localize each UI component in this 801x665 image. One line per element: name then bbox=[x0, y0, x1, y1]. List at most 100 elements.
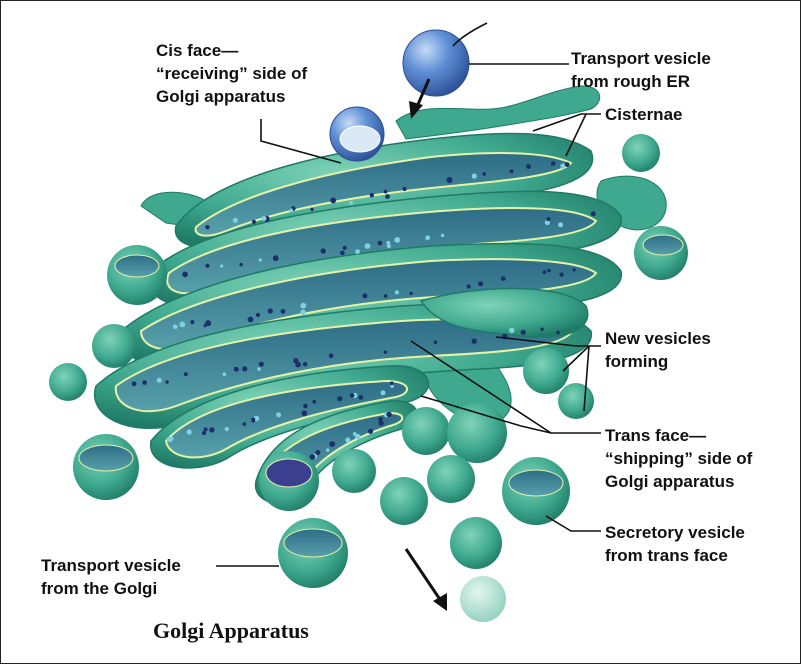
cargo-dot bbox=[551, 161, 556, 166]
cargo-dot bbox=[501, 276, 506, 281]
cargo-dot bbox=[157, 378, 162, 383]
cargo-dot bbox=[301, 410, 307, 416]
cargo-dot bbox=[205, 225, 209, 229]
vesicle bbox=[380, 477, 428, 525]
cargo-dot bbox=[384, 190, 388, 194]
cargo-dot bbox=[273, 255, 279, 261]
cargo-dot bbox=[204, 427, 208, 431]
cargo-dot bbox=[345, 437, 350, 442]
cargo-dot bbox=[293, 358, 298, 363]
arrow-out bbox=[406, 549, 441, 601]
cargo-dot bbox=[132, 381, 137, 386]
cargo-dot bbox=[343, 246, 347, 250]
cargo-dot bbox=[243, 422, 247, 426]
vesicle bbox=[523, 348, 569, 394]
label-cis-face: Cis face— “receiving” side of Golgi appa… bbox=[156, 41, 312, 106]
vesicle bbox=[460, 576, 506, 622]
cargo-dot bbox=[441, 234, 444, 237]
cargo-dot bbox=[312, 400, 316, 404]
cargo-dot bbox=[521, 330, 526, 335]
cargo-dot bbox=[509, 328, 515, 334]
cargo-dot bbox=[167, 437, 173, 443]
cargo-dot bbox=[385, 194, 390, 199]
cargo-dot bbox=[321, 248, 326, 253]
cargo-dot bbox=[394, 237, 400, 243]
cargo-dot bbox=[559, 273, 563, 277]
cargo-dot bbox=[310, 208, 313, 211]
label-cisternae: Cisternae bbox=[605, 105, 682, 124]
cargo-dot bbox=[337, 396, 342, 401]
cargo-dot bbox=[179, 322, 185, 328]
cargo-dot bbox=[303, 362, 307, 366]
cargo-dot bbox=[173, 324, 178, 329]
cargo-dot bbox=[300, 310, 305, 315]
vesicle bbox=[622, 134, 660, 172]
cargo-dot bbox=[205, 320, 211, 326]
cargo-dot bbox=[472, 173, 477, 178]
cargo-dot bbox=[384, 294, 388, 298]
cargo-dot bbox=[340, 251, 345, 256]
cargo-dot bbox=[209, 427, 214, 432]
vesicle bbox=[427, 455, 475, 503]
label-trans-face: Trans face— “shipping” side of Golgi app… bbox=[605, 426, 757, 491]
cargo-dot bbox=[403, 187, 407, 191]
cargo-dot bbox=[202, 431, 206, 435]
cargo-dot bbox=[482, 172, 486, 176]
cargo-dot bbox=[560, 163, 565, 168]
cargo-dot bbox=[276, 412, 281, 417]
cargo-dot bbox=[268, 308, 273, 313]
vesicle bbox=[450, 517, 502, 569]
cargo-dot bbox=[386, 412, 391, 417]
label-transport-vesicle-er: Transport vesicle from rough ER bbox=[571, 49, 716, 91]
cargo-dot bbox=[395, 290, 399, 294]
cargo-dot bbox=[378, 241, 383, 246]
cargo-dot bbox=[190, 320, 194, 324]
cargo-dot bbox=[256, 313, 260, 317]
cargo-dot bbox=[447, 177, 453, 183]
cargo-dot bbox=[251, 418, 255, 422]
cargo-dot bbox=[546, 217, 550, 221]
cargo-dot bbox=[547, 269, 551, 273]
vesicle bbox=[49, 363, 87, 401]
cargo-dot bbox=[350, 393, 355, 398]
cargo-dot bbox=[259, 362, 264, 367]
cargo-dot bbox=[526, 164, 531, 169]
label-secretory-vesicle: Secretory vesicle from trans face bbox=[605, 523, 750, 565]
cargo-dot bbox=[234, 367, 239, 372]
cargo-dot bbox=[378, 417, 383, 422]
cargo-dot bbox=[329, 353, 334, 358]
cargo-dot bbox=[478, 281, 483, 286]
cargo-dot bbox=[257, 367, 261, 371]
cargo-dot bbox=[390, 381, 394, 385]
cargo-dot bbox=[233, 218, 238, 223]
vesicle bbox=[332, 449, 376, 493]
cargo-dot bbox=[355, 249, 360, 254]
cargo-dot bbox=[365, 243, 371, 249]
cargo-dot bbox=[386, 241, 390, 245]
caption: Golgi Apparatus bbox=[153, 618, 309, 643]
cargo-dot bbox=[303, 404, 308, 409]
cisternae-stack bbox=[95, 133, 622, 503]
cargo-dot bbox=[434, 340, 438, 344]
cargo-dot bbox=[359, 395, 364, 400]
cargo-dot bbox=[290, 209, 294, 213]
cargo-dot bbox=[572, 268, 575, 271]
cargo-dot bbox=[248, 317, 254, 323]
label-transport-vesicle-golgi: Transport vesicle from the Golgi bbox=[41, 556, 186, 598]
cargo-dot bbox=[187, 429, 192, 434]
cargo-dot bbox=[565, 162, 570, 167]
cargo-dot bbox=[329, 441, 335, 447]
cargo-dot bbox=[355, 434, 360, 439]
cargo-dot bbox=[326, 448, 329, 451]
cargo-dot bbox=[315, 450, 320, 455]
cargo-dot bbox=[252, 220, 256, 224]
cargo-dot bbox=[558, 222, 563, 227]
vesicle bbox=[92, 324, 136, 368]
cargo-dot bbox=[472, 339, 477, 344]
cargo-dot bbox=[300, 303, 306, 309]
cargo-dot bbox=[384, 351, 387, 354]
cargo-dot bbox=[381, 390, 386, 395]
cargo-dot bbox=[310, 454, 316, 460]
